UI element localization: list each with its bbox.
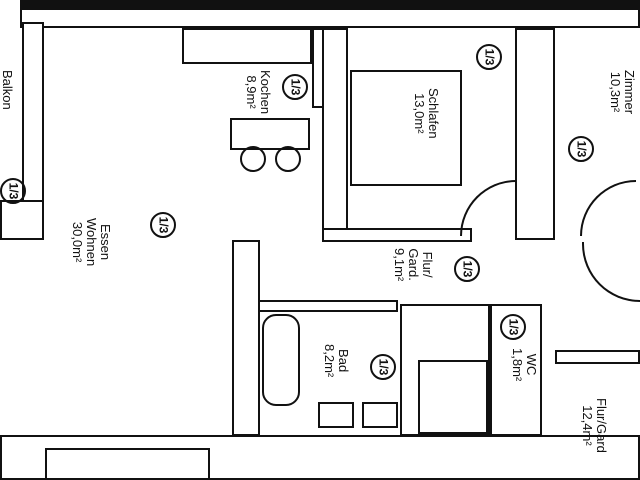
- label-wohnen: Essen Wohnen 30,0m²: [70, 218, 113, 267]
- marker-text: 1/3: [6, 182, 21, 200]
- room-name: Balkon: [0, 70, 15, 110]
- label-bad: Bad 8,2m²: [322, 344, 351, 378]
- bedroom-wall-right: [515, 28, 555, 240]
- bath-wall-top: [258, 300, 398, 312]
- label-flur-gard-2: Flur/Gard 12,4m²: [580, 398, 609, 453]
- marker-text: 1/3: [482, 48, 497, 66]
- room-area: 9,1m²: [392, 248, 407, 282]
- room-area: 12,4m²: [580, 405, 595, 446]
- room-name: Bad: [336, 349, 351, 373]
- stool: [275, 146, 301, 172]
- left-wall-corner: [0, 200, 44, 240]
- marker-circle: 1/3: [476, 44, 502, 70]
- top-wall-inner: [20, 8, 640, 28]
- shower: [418, 360, 488, 434]
- marker-circle: 1/3: [454, 256, 480, 282]
- marker-text: 1/3: [376, 358, 391, 376]
- label-balkon: Balkon: [0, 70, 15, 110]
- kitchen-island: [230, 118, 310, 150]
- marker-text: 1/3: [156, 216, 171, 234]
- marker-circle: 1/3: [0, 178, 26, 204]
- room-name: Zimmer: [622, 70, 637, 115]
- marker-text: 1/3: [288, 78, 303, 96]
- top-wall: [20, 0, 640, 8]
- room-area: 1,8m²: [510, 348, 525, 382]
- label-schlafen: Schlafen 13,0m²: [412, 88, 441, 139]
- marker-text: 1/3: [460, 260, 475, 278]
- marker-circle: 1/3: [568, 136, 594, 162]
- room-name: WC: [524, 353, 539, 376]
- bedroom-wall-bottom: [322, 228, 472, 242]
- marker-circle: 1/3: [150, 212, 176, 238]
- bottom-window: [45, 448, 210, 480]
- room-name: Gard.: [406, 248, 421, 281]
- room-name: Wohnen: [84, 218, 99, 267]
- marker-circle: 1/3: [282, 74, 308, 100]
- room-name: Schlafen: [426, 88, 441, 139]
- bathtub: [262, 314, 300, 406]
- marker-circle: 1/3: [500, 314, 526, 340]
- room-name: Flur/Gard: [594, 398, 609, 453]
- label-zimmer: Zimmer 10,3m²: [608, 70, 637, 115]
- room-name: Essen: [98, 224, 113, 261]
- label-wc: WC 1,8m²: [510, 348, 539, 382]
- label-flur-gard: Flur/ Gard. 9,1m²: [392, 248, 435, 282]
- marker-text: 1/3: [574, 140, 589, 158]
- bed: [350, 70, 462, 186]
- sink: [362, 402, 398, 428]
- room-area: 8,9m²: [244, 75, 259, 109]
- room-area: 30,0m²: [70, 221, 85, 263]
- room-name: Kochen: [258, 70, 273, 115]
- bedroom-wall-left: [322, 28, 348, 240]
- kitchen-counter: [182, 28, 312, 64]
- door-flur: [582, 242, 640, 302]
- marker-text: 1/3: [506, 318, 521, 336]
- sink: [318, 402, 354, 428]
- room-area: 13,0m²: [412, 93, 427, 134]
- bath-wall-left: [232, 240, 260, 436]
- door-bedroom: [460, 180, 516, 236]
- marker-circle: 1/3: [370, 354, 396, 380]
- room-name: Flur/: [420, 251, 435, 278]
- door-zimmer: [580, 180, 636, 236]
- wc-room: [490, 304, 542, 436]
- room-area: 10,3m²: [608, 71, 623, 113]
- flur-wall: [555, 350, 640, 364]
- room-area: 8,2m²: [322, 344, 337, 378]
- label-kochen: Kochen 8,9m²: [244, 70, 273, 115]
- stool: [240, 146, 266, 172]
